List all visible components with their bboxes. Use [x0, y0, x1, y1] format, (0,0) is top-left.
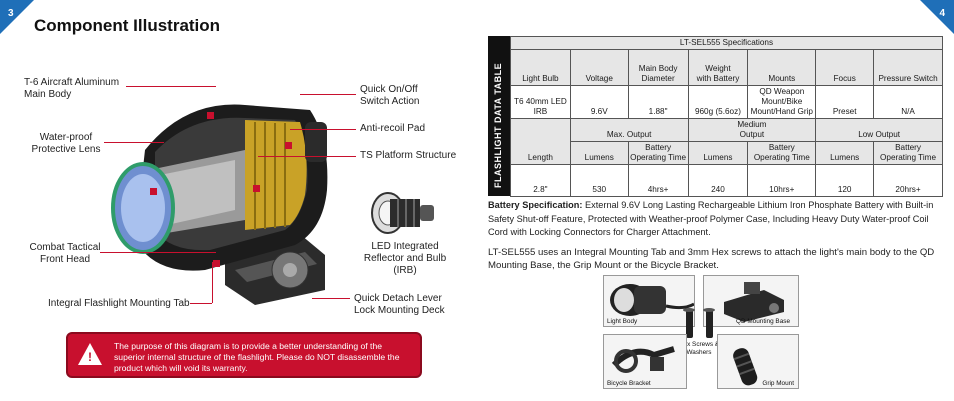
- page-title: Component Illustration: [34, 16, 221, 35]
- group-header: Medium Output: [687, 118, 817, 142]
- led-bulb-illustration: [371, 192, 434, 234]
- callout-platform: TS Platform Structure: [360, 150, 457, 161]
- sidebar-label: FLASHLIGHT DATA TABLE: [493, 62, 503, 188]
- value-cell: 2.8": [510, 164, 571, 197]
- photo-caption: Grip Mount: [762, 380, 794, 387]
- header-cell: Weight with Battery: [687, 49, 749, 86]
- flashlight-cutaway-illustration: [111, 104, 328, 305]
- photo-light-body: Light Body: [603, 275, 695, 327]
- data-table-sidebar: FLASHLIGHT DATA TABLE: [488, 36, 510, 196]
- callout-lever: Quick Detach Lever Lock Mounting Deck: [354, 293, 445, 316]
- page-corner-right: [920, 0, 954, 34]
- leader-line: [290, 129, 356, 130]
- battery-text: External 9.6V Long Lasting Rechargeable …: [488, 200, 934, 237]
- callout-lens: Water-proof Protective Lens: [31, 132, 101, 155]
- leader-line: [190, 303, 212, 304]
- header-cell: Battery Operating Time: [747, 141, 817, 165]
- value-cell: 20hrs+: [873, 164, 943, 197]
- photo-caption: QD Mounting Base: [736, 318, 790, 325]
- battery-specification: Battery Specification: External 9.6V Lon…: [488, 199, 943, 240]
- header-cell: Length: [510, 118, 571, 165]
- value-cell: 530: [569, 164, 629, 197]
- header-cell: Voltage: [569, 49, 629, 86]
- photo-caption: Light Body: [607, 318, 638, 325]
- callout-mount-tab: Integral Flashlight Mounting Tab: [48, 298, 190, 309]
- value-cell: 4hrs+: [627, 164, 689, 197]
- value-cell: Preset: [815, 85, 875, 119]
- battery-label: Battery Specification:: [488, 200, 583, 210]
- header-cell: Battery Operating Time: [873, 141, 943, 165]
- page-number-left: 3: [8, 8, 14, 19]
- callout-main-body: T-6 Aircraft Aluminum Main Body: [24, 77, 120, 100]
- header-cell: Main Body Diameter: [627, 49, 689, 86]
- warning-triangle-icon: [78, 343, 102, 365]
- group-header: Max. Output: [569, 118, 689, 142]
- spec-table-title: LT-SEL555 Specifications: [510, 36, 943, 50]
- spec-table: LT-SEL555 Specifications Light Bulb Volt…: [510, 36, 943, 197]
- callout-switch: Quick On/Off Switch Action: [360, 84, 420, 107]
- leader-line: [126, 86, 216, 87]
- callout-led: LED Integrated Reflector and Bulb (IRB): [363, 241, 447, 276]
- leader-line: [104, 142, 164, 143]
- leader-line: [312, 298, 350, 299]
- warning-box: ! The purpose of this diagram is to prov…: [66, 332, 422, 378]
- page-corner-left: [0, 0, 34, 34]
- value-cell: T6 40mm LED IRB: [510, 85, 571, 119]
- header-cell: Lumens: [815, 141, 875, 165]
- exclamation-icon: !: [88, 350, 92, 364]
- page-number-right: 4: [939, 8, 945, 19]
- value-cell: QD Weapon Mount/Bike Mount/Hand Grip: [747, 85, 817, 119]
- photo-bicycle-bracket: Bicycle Bracket: [603, 334, 687, 389]
- leader-line: [212, 262, 213, 303]
- header-cell: Lumens: [687, 141, 749, 165]
- value-cell: 120: [815, 164, 875, 197]
- photo-hex-screws: [676, 306, 724, 344]
- photo-grip-mount: Grip Mount: [717, 334, 799, 389]
- value-cell: 1.88": [627, 85, 689, 119]
- photo-qd-mounting-base: QD Mounting Base: [703, 275, 799, 327]
- value-cell: N/A: [873, 85, 943, 119]
- warning-text: The purpose of this diagram is to provid…: [114, 341, 400, 373]
- value-cell: 9.6V: [569, 85, 629, 119]
- value-cell: 960g (5.6oz): [687, 85, 749, 119]
- header-cell: Mounts: [747, 49, 817, 86]
- leader-line: [258, 156, 356, 157]
- header-cell: Focus: [815, 49, 875, 86]
- value-cell: 240: [687, 164, 749, 197]
- header-cell: Lumens: [569, 141, 629, 165]
- photo-caption: Bicycle Bracket: [607, 380, 651, 387]
- group-header: Low Output: [815, 118, 943, 142]
- header-cell: Light Bulb: [510, 49, 571, 86]
- mounting-description: LT-SEL555 uses an Integral Mounting Tab …: [488, 247, 935, 271]
- header-cell: Battery Operating Time: [627, 141, 689, 165]
- callout-front-head: Combat Tactical Front Head: [29, 242, 101, 265]
- value-cell: 10hrs+: [747, 164, 817, 197]
- leader-line: [100, 252, 216, 253]
- callout-pad: Anti-recoil Pad: [360, 123, 426, 134]
- leader-line: [300, 94, 356, 95]
- header-cell: Pressure Switch: [873, 49, 943, 86]
